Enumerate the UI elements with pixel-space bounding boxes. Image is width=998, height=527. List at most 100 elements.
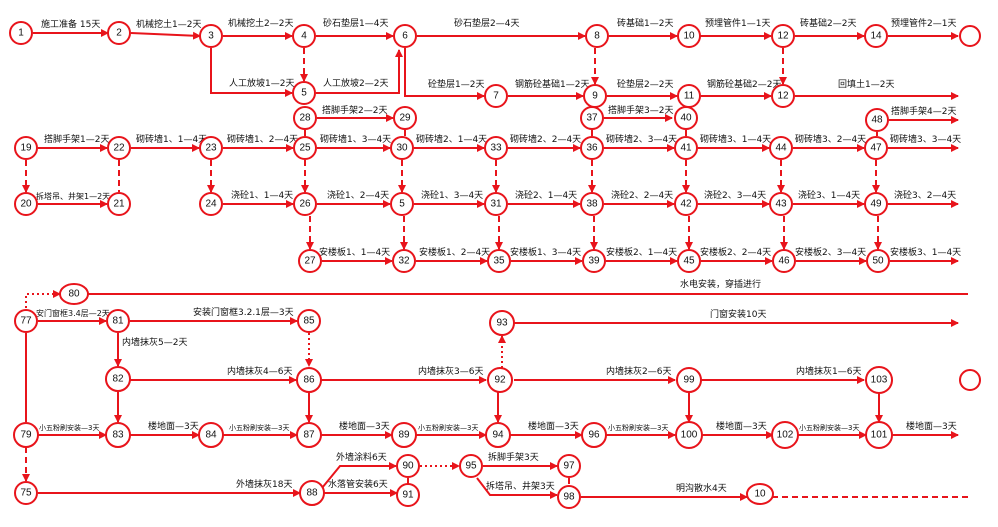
node-8: 8 xyxy=(585,24,609,48)
svg-text:79: 79 xyxy=(20,430,32,441)
edge-label-38-42: 浇砼2、2—4天 xyxy=(611,189,673,201)
svg-text:28: 28 xyxy=(299,113,311,124)
edges xyxy=(22,29,968,501)
node-47: 47 xyxy=(864,136,888,160)
edge-label-6-7: 砼垫层1—2天 xyxy=(428,78,484,90)
node-96: 96 xyxy=(581,422,607,448)
svg-text:8: 8 xyxy=(594,31,600,42)
edge-label-93-right: 门窗安装10天 xyxy=(710,308,766,320)
svg-text:90: 90 xyxy=(402,461,414,472)
edge-label-81-85: 安装门窗框3.2.1层—3天 xyxy=(193,306,294,318)
node-41: 41 xyxy=(674,136,698,160)
edge-label-87-89: 楼地面—3天 xyxy=(339,420,390,432)
edge-label-86-92: 内墙抹灰3—6天 xyxy=(418,365,483,377)
node-42: 42 xyxy=(674,192,698,216)
svg-text:91: 91 xyxy=(402,490,414,501)
svg-text:89: 89 xyxy=(398,430,410,441)
node-11: 11 xyxy=(677,84,701,108)
node-83: 83 xyxy=(105,422,131,448)
node-30: 30 xyxy=(390,136,414,160)
svg-text:43: 43 xyxy=(775,199,787,210)
node-14: 14 xyxy=(864,24,888,48)
edge-label-3-5: 人工放坡1—2天 xyxy=(229,77,294,89)
edge-label-81-82: 内墙抹灰5—2天 xyxy=(122,336,187,348)
svg-text:37: 37 xyxy=(586,113,598,124)
edge-label-32-35: 安楼板1、2—4天 xyxy=(419,246,490,258)
edge-label-19-22: 搭脚手架1—2天 xyxy=(44,133,109,145)
svg-text:45: 45 xyxy=(683,256,695,267)
node-82: 82 xyxy=(105,366,131,392)
node-104: 10 xyxy=(746,483,774,505)
svg-text:29: 29 xyxy=(399,113,411,124)
edge-label-95-97: 拆脚手架3天 xyxy=(488,451,539,463)
edge-label-44-47: 砌砖墙3、2—4天 xyxy=(795,133,866,145)
svg-text:36: 36 xyxy=(586,143,598,154)
svg-text:26: 26 xyxy=(299,199,311,210)
svg-text:25: 25 xyxy=(299,143,311,154)
edge-88-90 xyxy=(321,462,397,489)
node-21: 21 xyxy=(107,192,131,216)
node-93: 93 xyxy=(489,310,515,336)
svg-text:88: 88 xyxy=(306,488,318,499)
node-95: 95 xyxy=(459,454,483,478)
node-4: 4 xyxy=(292,24,316,48)
svg-text:2: 2 xyxy=(116,28,122,39)
edge-label-2-3: 机械挖土1—2天 xyxy=(136,18,201,30)
edge-95-98 xyxy=(476,477,558,499)
svg-text:7: 7 xyxy=(493,91,499,102)
svg-text:27: 27 xyxy=(304,256,316,267)
svg-text:81: 81 xyxy=(112,316,124,327)
edge-label-101-right: 楼地面—3天 xyxy=(906,420,957,432)
edge-label-42-43: 浇砼2、3—4天 xyxy=(704,189,766,201)
edge-label-11-13: 钢筋砼基础2—2天 xyxy=(707,78,781,90)
svg-text:30: 30 xyxy=(396,143,408,154)
edge-label-50-right: 安楼板3、1—4天 xyxy=(890,246,961,258)
node-32: 32 xyxy=(392,249,416,273)
node-20: 20 xyxy=(14,192,38,216)
node-34: 5 xyxy=(390,192,414,216)
svg-text:50: 50 xyxy=(872,256,884,267)
svg-text:11: 11 xyxy=(684,91,695,102)
edge-label-43-49: 浇砼3、1—4天 xyxy=(798,189,860,201)
node-7: 7 xyxy=(484,84,508,108)
node-103: 103 xyxy=(865,366,893,394)
node-98: 98 xyxy=(557,485,581,509)
node-13: 12 xyxy=(771,84,795,108)
edge-label-30-33: 砌砖墙2、1—4天 xyxy=(416,133,487,145)
node-26: 26 xyxy=(293,192,317,216)
edge-label-31-38: 浇砼2、1—4天 xyxy=(515,189,577,201)
svg-text:87: 87 xyxy=(303,430,315,441)
svg-text:19: 19 xyxy=(20,143,32,154)
svg-text:1: 1 xyxy=(18,28,24,39)
edge-label-89-94: 小五粉刷安装—3天 xyxy=(418,423,478,432)
node-94: 94 xyxy=(485,422,511,448)
node-24: 24 xyxy=(199,192,223,216)
node-33: 33 xyxy=(484,136,508,160)
node-50: 50 xyxy=(866,249,890,273)
svg-text:99: 99 xyxy=(683,375,695,386)
svg-text:31: 31 xyxy=(490,199,502,210)
edge-label-10-12: 预埋管件1—1天 xyxy=(705,17,770,29)
edge-label-7-9: 钢筋砼基础1—2天 xyxy=(515,78,589,90)
edge-label-99-103: 内墙抹灰1—6天 xyxy=(796,365,861,377)
node-90: 90 xyxy=(396,454,420,478)
svg-text:20: 20 xyxy=(20,199,32,210)
edge-label-26-x: 浇砼1、2—4天 xyxy=(327,189,389,201)
node-101: 101 xyxy=(865,421,893,449)
svg-text:12: 12 xyxy=(777,31,789,42)
svg-text:40: 40 xyxy=(680,113,692,124)
edge-6-7 xyxy=(404,48,485,100)
node-45: 45 xyxy=(677,249,701,273)
edge-77-80 xyxy=(25,290,61,308)
svg-text:93: 93 xyxy=(496,318,508,329)
svg-text:82: 82 xyxy=(112,374,124,385)
edge-label-39-45: 安楼板2、1—4天 xyxy=(606,246,677,258)
edge-5-6 xyxy=(316,49,403,94)
node-22: 22 xyxy=(107,136,131,160)
edge-label-24-26: 浇砼1、1—4天 xyxy=(231,189,293,201)
node-27: 27 xyxy=(298,249,322,273)
svg-text:41: 41 xyxy=(680,143,692,154)
node-81: 81 xyxy=(106,309,130,333)
svg-text:46: 46 xyxy=(778,256,790,267)
